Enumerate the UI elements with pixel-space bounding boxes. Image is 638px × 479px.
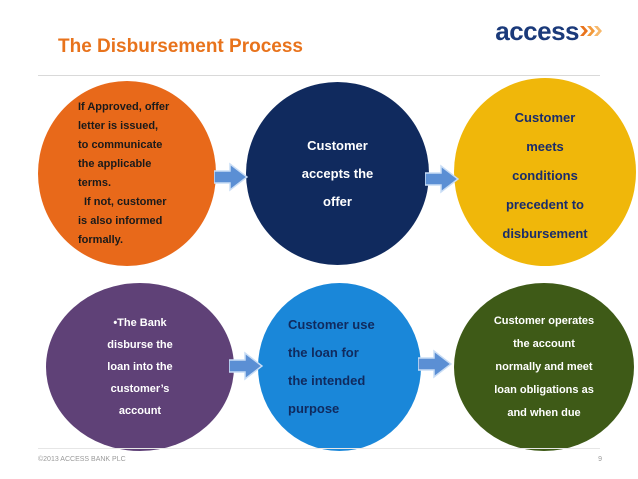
step-text: account <box>118 405 162 417</box>
step-text: the account <box>513 337 575 350</box>
step-text: terms. <box>78 176 112 189</box>
step-text: offer <box>323 193 352 209</box>
step-text: If Approved, offer <box>78 100 170 113</box>
arrow-right-icon <box>229 351 263 381</box>
step-circle-customer-operates: Customer operates the account normally a… <box>454 283 634 451</box>
step-text: purpose <box>288 401 340 416</box>
step-text: to communicate <box>78 138 163 151</box>
footer-copyright: ©2013 ACCESS BANK PLC <box>38 456 126 463</box>
page-number: 9 <box>598 456 602 463</box>
step-text: conditions <box>512 167 578 183</box>
step-text: formally. <box>78 233 124 246</box>
arrow-right-icon <box>214 162 248 192</box>
logo-text: access <box>495 15 579 46</box>
title-divider <box>38 75 600 76</box>
step-circle-customer-uses-loan: Customer use the loan for the intended p… <box>258 283 421 451</box>
access-logo: access <box>495 15 602 46</box>
step-text: Customer <box>307 137 368 153</box>
step-circle-conditions-precedent: Customer meets conditions precedent to d… <box>454 78 636 266</box>
step-circle-offer-letter: If Approved, offer letter is issued, to … <box>38 81 216 266</box>
step-text: the loan for <box>288 345 359 360</box>
chevron-icon <box>580 26 588 36</box>
step-text: Customer operates <box>493 314 595 327</box>
step-text: accepts the <box>301 165 374 181</box>
step-text: loan obligations as <box>494 383 594 396</box>
step-text: loan into the <box>107 361 173 373</box>
step-text: •The Bank <box>113 317 167 329</box>
step-text: customer’s <box>110 383 170 395</box>
step-text: disbursement <box>502 225 588 241</box>
step-text: precedent to <box>505 196 584 212</box>
step-text: Customer use <box>288 317 375 332</box>
step-circle-bank-disburses: •The Bank disburse the loan into the cus… <box>46 283 234 451</box>
footer-divider <box>38 448 600 449</box>
step-text: If not, customer <box>84 195 167 208</box>
step-text: letter is issued, <box>78 119 159 132</box>
step-text: is also informed <box>78 214 163 227</box>
step-text: disburse the <box>107 339 173 351</box>
chevron-icon <box>594 26 602 36</box>
step-text: Customer <box>514 109 576 125</box>
step-text: meets <box>526 138 564 154</box>
step-text: the intended <box>288 373 366 388</box>
step-circle-customer-accepts: Customer accepts the offer <box>246 82 429 265</box>
logo-chevrons-icon <box>580 26 602 36</box>
arrow-right-icon <box>425 164 459 194</box>
chevron-icon <box>587 26 595 36</box>
step-text: the applicable <box>78 157 152 170</box>
step-text: and when due <box>507 406 581 419</box>
step-text: normally and meet <box>495 360 593 373</box>
slide-title: The Disbursement Process <box>58 36 303 57</box>
arrow-right-icon <box>418 349 452 379</box>
